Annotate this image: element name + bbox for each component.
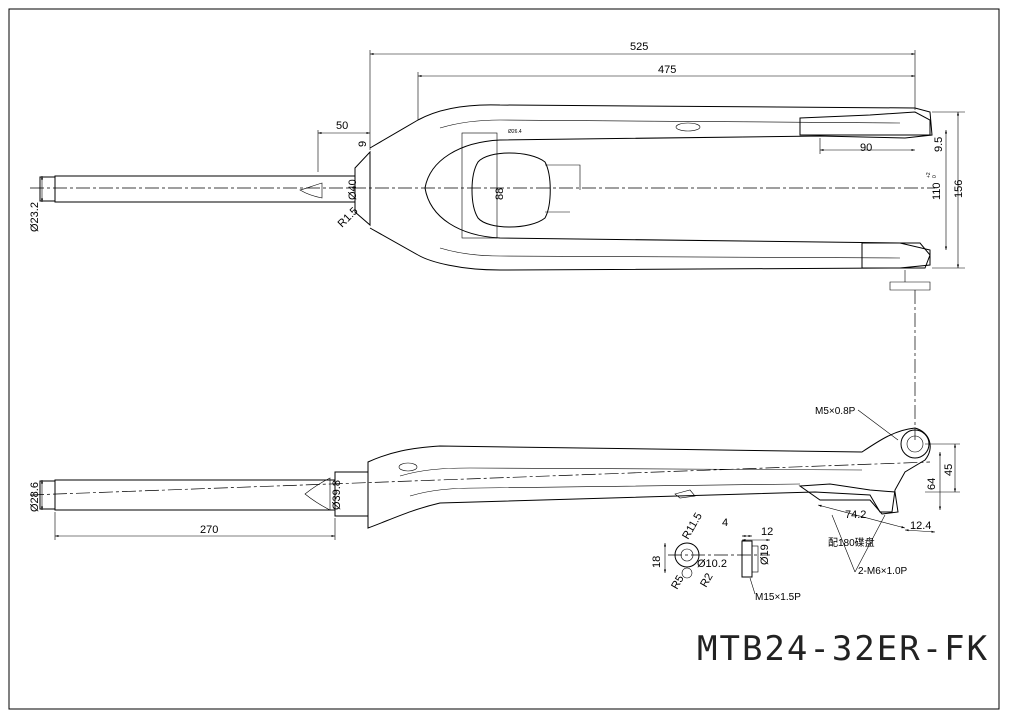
side-steerer-wedge <box>304 477 331 511</box>
dim-detail-radius-5: R5 <box>669 573 686 591</box>
dim-side-crown-race: Ø39.8 <box>331 480 343 510</box>
top-dropout-lower <box>861 242 931 269</box>
top-thru-axle <box>889 270 931 291</box>
top-crown <box>354 150 371 227</box>
top-window-leader <box>545 164 581 213</box>
top-steerer-wedge <box>299 182 323 199</box>
dim-detail-outer-diameter: Ø19 <box>759 544 771 565</box>
dim-overall-length: 525 <box>630 41 648 53</box>
top-steerer-cap <box>39 176 56 202</box>
dim-brake-mount-spacing: 74.2 <box>845 509 866 521</box>
dim-brake-mount-offset: 12.4 <box>910 520 931 532</box>
top-tire-window <box>471 152 551 228</box>
side-blade-inner-lower <box>409 483 801 497</box>
dim-axle-height: 64 <box>926 478 938 490</box>
top-vent-slot <box>675 122 701 132</box>
side-view: 270 Ø28.6 Ø39.8 M5×0.8P 45 64 74.2 12.4 … <box>29 406 960 577</box>
dim-axle-tol-upper: +2 <box>926 172 932 178</box>
dim-side-steerer-diameter: Ø28.6 <box>29 482 41 512</box>
side-steerer-tube <box>54 479 336 511</box>
top-blade-inner-lower <box>439 247 901 259</box>
side-axle-hole <box>906 435 924 453</box>
dim-dropout-height: 45 <box>943 464 955 476</box>
side-blade-inner <box>399 467 863 477</box>
dim-detail-radius-outer: R11.5 <box>680 511 705 542</box>
sheet-border <box>8 8 1000 710</box>
top-small-label: Ø26.4 <box>508 129 522 135</box>
axle-detail: 18 R11.5 Ø10.2 R5 R2 4 12 Ø19 M15×1.5P <box>651 511 801 603</box>
dim-detail-width-b: 12 <box>761 526 773 538</box>
top-blade-inner-upper <box>439 119 901 129</box>
note-bolt-thread: M5×0.8P <box>815 406 856 417</box>
side-steerer-cap <box>39 480 56 510</box>
dim-detail-width-a: 4 <box>722 517 728 529</box>
axle-detail-side <box>741 540 753 578</box>
top-crown-outline <box>369 119 419 256</box>
note-axle-thread: M15×1.5P <box>755 592 801 603</box>
note-mount-threads: 2-M6×1.0P <box>858 566 908 577</box>
side-centerline <box>29 461 931 496</box>
dim-crown-step: 9 <box>357 141 369 147</box>
top-axle-window <box>461 132 498 239</box>
top-view: 525 475 50 9 Ø23.2 Ø40 R1.5 88 Ø26.4 90 … <box>29 41 965 291</box>
dim-blade-length: 475 <box>658 64 676 76</box>
dim-tire-clearance: 88 <box>494 188 506 200</box>
dim-detail-bore: Ø10.2 <box>697 558 727 570</box>
dim-radius: R1.5 <box>336 205 361 230</box>
dim-dropout-offset: 9.5 <box>933 137 945 152</box>
dim-steerer-length: 270 <box>200 524 218 536</box>
dim-axle-tol-lower: 0 <box>932 175 938 178</box>
dim-detail-radius-2: R2 <box>698 571 715 589</box>
top-steerer-tube <box>54 175 356 203</box>
dim-dropout-depth: 90 <box>860 142 872 154</box>
axle-detail-side-thread <box>751 545 759 573</box>
note-disc: 配180碟盘 <box>828 536 875 549</box>
dim-top-steerer-diameter: Ø23.2 <box>29 202 41 232</box>
side-vent-slot <box>398 462 418 472</box>
dim-overall-width: 156 <box>953 180 965 198</box>
part-number-title: MTB24-32ER-FK <box>697 629 989 669</box>
top-fork-blades <box>417 104 933 271</box>
dim-crown-race-diameter: Ø40 <box>347 179 359 200</box>
side-marker <box>674 489 696 499</box>
dim-crown-length: 50 <box>336 120 348 132</box>
axle-detail-small <box>681 567 693 579</box>
dim-axle-spacing: 110 <box>931 182 943 200</box>
dim-detail-height: 18 <box>651 556 663 568</box>
top-dropout-upper <box>799 111 931 136</box>
